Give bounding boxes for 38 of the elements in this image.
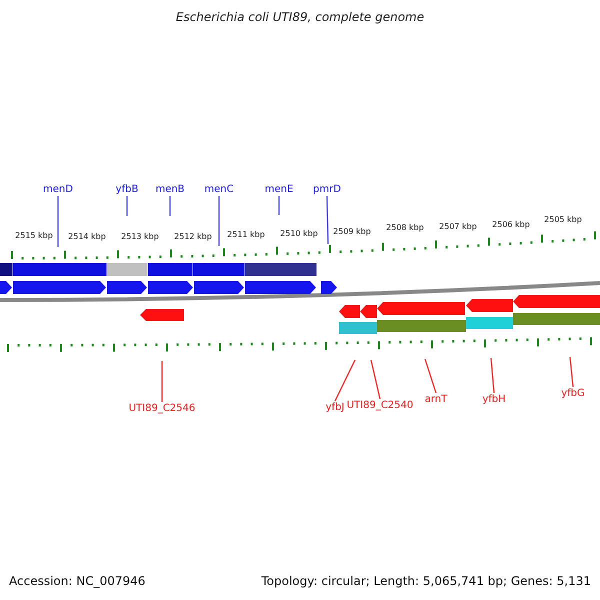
scale-label: 2513 kbp <box>121 233 159 242</box>
gene-name: pmrD <box>313 184 341 195</box>
leader-line <box>326 196 329 244</box>
scale-label: 2512 kbp <box>174 233 212 242</box>
leader-line <box>490 358 495 394</box>
leader-line <box>169 196 171 216</box>
gene-name: arnT <box>424 394 448 405</box>
gene-name: menB <box>155 184 185 195</box>
gene-name: yfbG <box>561 388 585 399</box>
leader-line <box>278 196 280 215</box>
gene-name: yfbJ <box>326 402 344 413</box>
leader-line <box>126 196 128 216</box>
scale-label: 2507 kbp <box>439 223 477 232</box>
scale-label: 2510 kbp <box>280 230 318 239</box>
gene-name: UTI89_C2546 <box>128 403 196 414</box>
scale-label: 2508 kbp <box>386 224 424 233</box>
leader-line <box>57 196 59 247</box>
scale-label: 2505 kbp <box>544 216 582 225</box>
gene-name: yfbH <box>482 394 506 405</box>
gene-name: menE <box>264 184 294 195</box>
scale-label: 2511 kbp <box>227 231 265 240</box>
gene-name: yfbB <box>116 184 138 195</box>
footer-text: Topology: circular; Length: 5,065,741 bp; Genes: 5,131 <box>261 575 591 588</box>
leader-line <box>161 361 163 402</box>
footer-text: Accession: NC_007946 <box>9 575 146 588</box>
scale-label: 2506 kbp <box>492 221 530 230</box>
leader-line <box>334 360 356 402</box>
scale-label: 2515 kbp <box>15 232 53 241</box>
title: Escherichia coli UTI89, complete genome <box>176 11 424 24</box>
gene-name: menD <box>43 184 73 195</box>
leader-line <box>424 358 437 394</box>
leader-line <box>370 360 381 400</box>
gene-name: UTI89_C2540 <box>346 400 414 411</box>
scale-label: 2514 kbp <box>68 233 106 242</box>
leader-line <box>218 196 220 246</box>
leader-line <box>569 356 574 388</box>
gene-name: menC <box>204 184 234 195</box>
scale-label: 2509 kbp <box>333 228 371 237</box>
